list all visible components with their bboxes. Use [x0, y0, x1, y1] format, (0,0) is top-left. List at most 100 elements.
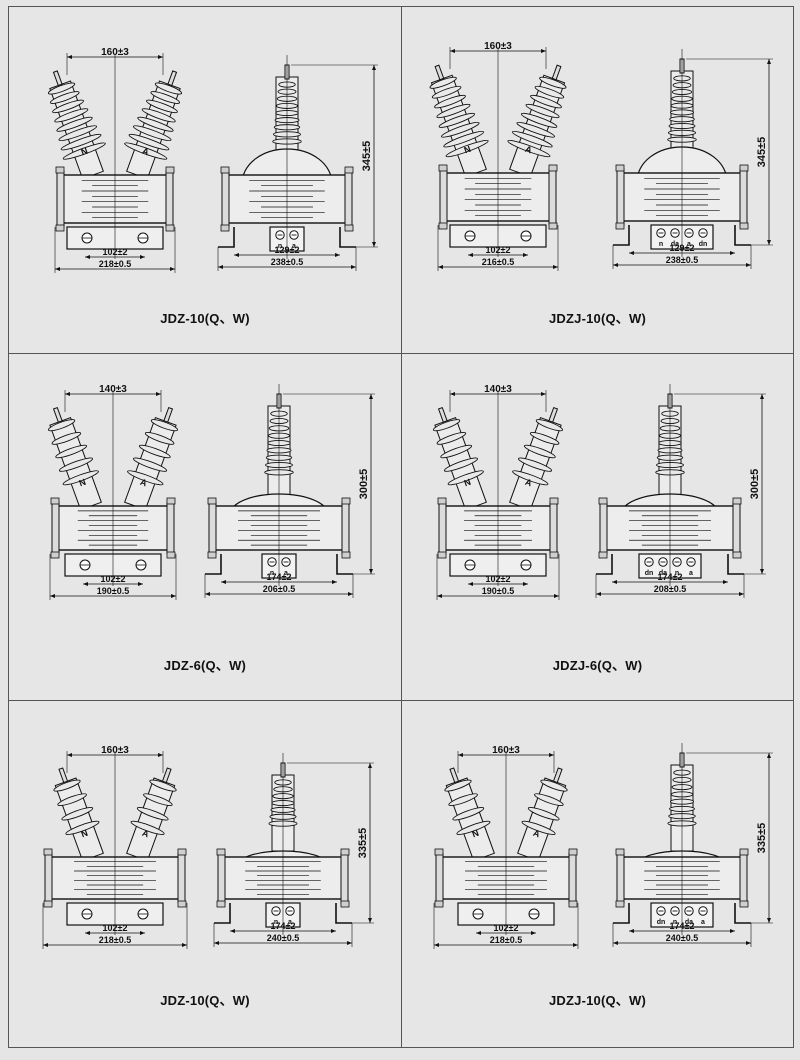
terminal-stud: [437, 406, 448, 423]
bolt: [55, 166, 65, 174]
insulator-shed: [534, 793, 564, 807]
foot-spacing-dimension: 174±2: [271, 921, 296, 931]
insulator-shed: [448, 793, 478, 807]
dimension-arrow: [335, 253, 340, 257]
clamp-left: [208, 501, 217, 555]
bushing-mark: N: [78, 477, 88, 489]
terminal-stud: [52, 70, 63, 87]
insulator-shed: [447, 470, 484, 486]
dimension-arrow: [612, 580, 617, 584]
clamp-right: [548, 168, 557, 226]
bushing-n: N: [432, 406, 487, 511]
insulator-shed: [56, 116, 93, 132]
dimension-arrow: [50, 594, 55, 598]
insulator-shed: [57, 793, 87, 807]
dimension-arrow: [332, 580, 337, 584]
dimension-arrow: [760, 394, 764, 399]
dimension-arrow: [730, 251, 735, 255]
insulator-shed: [149, 779, 177, 792]
terminal-stud: [163, 406, 174, 423]
insulator-shed: [521, 820, 556, 835]
bolt: [434, 848, 444, 856]
insulator-shed: [530, 94, 562, 109]
bolt: [166, 497, 176, 505]
insulator-shed: [445, 139, 489, 158]
clamp-right: [166, 501, 175, 555]
bushing-n: N: [444, 767, 495, 862]
clamp-left: [51, 501, 60, 555]
insulator-shed: [127, 470, 164, 486]
bolt: [165, 224, 175, 232]
dimension-arrow: [746, 941, 751, 945]
terminal-stud: [161, 767, 172, 784]
bushing-n: N: [47, 70, 106, 180]
overall-width-dimension: 206±0.5: [263, 584, 295, 594]
terminal-label: n: [274, 919, 278, 926]
mounting-foot: [335, 903, 352, 924]
insulator-shed: [61, 807, 94, 821]
bolt: [739, 222, 749, 230]
insulator-shed: [146, 99, 178, 114]
bolt: [50, 551, 60, 559]
insulator-shed: [130, 820, 165, 835]
insulator-shed: [518, 457, 553, 472]
bushing-mark: A: [141, 146, 151, 158]
bushing-a: A: [507, 64, 567, 178]
clamp-left: [599, 501, 608, 555]
terminal-label: n: [675, 570, 679, 577]
dimension-arrow: [468, 253, 473, 257]
clamp-left: [616, 852, 625, 904]
insulator-shed: [452, 807, 485, 821]
insulator-shed: [440, 444, 473, 459]
insulator-shed: [47, 419, 76, 432]
bushing-n: N: [429, 64, 489, 178]
bushing-mark: A: [532, 828, 542, 840]
bolt: [340, 900, 350, 908]
clamp-left: [616, 168, 625, 226]
dimension-arrow: [739, 592, 744, 596]
dimension-arrow: [348, 592, 353, 596]
bolt: [344, 224, 354, 232]
terminal-label: a: [687, 241, 691, 248]
bolt: [438, 164, 448, 172]
dimension-arrow: [221, 580, 226, 584]
dimension-arrow: [182, 943, 187, 947]
insulator-shed: [539, 76, 567, 89]
hole-spacing-dimension: 102±2: [103, 923, 128, 933]
insulator-shed: [534, 85, 565, 99]
dimension-arrow: [458, 753, 463, 757]
dimension-arrow: [596, 592, 601, 596]
bushing-mark: N: [463, 477, 473, 489]
clamp-right: [344, 170, 353, 228]
dimension-arrow: [767, 753, 771, 758]
bolt: [177, 848, 187, 856]
dimension-arrow: [476, 931, 481, 935]
insulator-shed: [443, 457, 478, 472]
base-width-dimension: 218±0.5: [490, 935, 522, 945]
bushing-a: A: [124, 70, 183, 180]
terminal-label: dn: [699, 241, 708, 248]
insulator-shed: [58, 125, 98, 142]
clamp-right: [739, 852, 748, 904]
clamp-right: [732, 501, 741, 555]
dimension-arrow: [158, 753, 163, 757]
top-dimension: 160±3: [101, 745, 129, 756]
height-dimension: 345±5: [361, 141, 373, 172]
insulator-shed: [60, 133, 102, 151]
terminal-label: dn: [657, 919, 666, 926]
dimension-arrow: [372, 242, 376, 247]
terminal-stud: [551, 64, 562, 81]
bolt: [615, 222, 625, 230]
bolt: [568, 848, 578, 856]
foot-spacing-dimension: 129±2: [670, 243, 695, 253]
bolt: [615, 848, 625, 856]
mounting-foot: [734, 225, 751, 246]
dimension-arrow: [434, 943, 439, 947]
bolt: [615, 164, 625, 172]
insulator-shed: [511, 130, 553, 148]
bolt: [50, 497, 60, 505]
clamp-left: [44, 852, 53, 904]
terminal-label: a: [284, 570, 288, 577]
